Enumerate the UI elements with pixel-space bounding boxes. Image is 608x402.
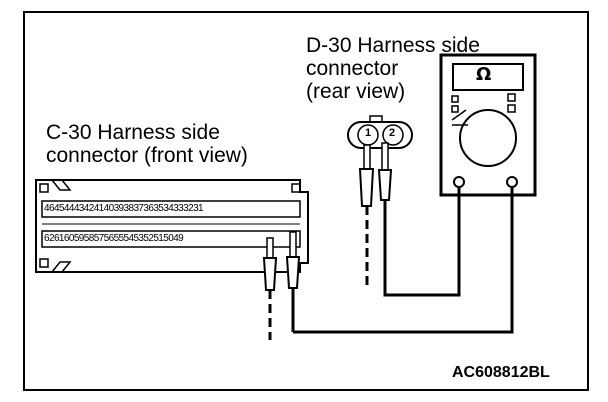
c30-pin-46: 46	[44, 203, 55, 214]
c30-pin-57: 57	[93, 233, 105, 244]
c30-pin-41: 41	[93, 203, 105, 214]
c30-pin-38: 38	[123, 203, 135, 214]
c30-pin-62: 62	[44, 233, 55, 244]
wire-d30-to-meter	[383, 187, 461, 297]
c30-pin-49: 49	[173, 233, 184, 244]
c30-probe-black	[262, 237, 278, 340]
c30-pin-32: 32	[183, 203, 194, 214]
d30-pin-1: 1	[365, 127, 372, 139]
c30-pin-60: 60	[63, 233, 75, 244]
c30-pin-37: 37	[133, 203, 144, 214]
c30-pin-45: 45	[53, 203, 65, 214]
d30-label: D-30 Harness side connector (rear view)	[306, 34, 480, 103]
c30-pin-61: 61	[53, 233, 65, 244]
c30-probe-red	[285, 231, 301, 332]
c30-pin-58: 58	[83, 233, 95, 244]
d30-probe-red	[377, 142, 393, 258]
c30-pin-40: 40	[103, 203, 115, 214]
c30-pin-31: 31	[193, 203, 204, 214]
c30-pin-50: 50	[163, 233, 174, 244]
c30-pin-55: 55	[113, 233, 125, 244]
c30-connector	[35, 179, 309, 273]
c30-pin-54: 54	[123, 233, 135, 244]
c30-pin-51: 51	[153, 233, 164, 244]
c30-pin-35: 35	[153, 203, 164, 214]
d30-probe-black	[358, 144, 375, 290]
ohm-symbol: Ω	[476, 64, 492, 85]
ohmmeter	[439, 53, 537, 197]
figure-border	[23, 11, 589, 391]
c30-pin-43: 43	[73, 203, 85, 214]
c30-label: C-30 Harness side connector (front view)	[46, 121, 248, 167]
c30-top-row-pins: 46454443424140393837363534333231	[44, 203, 204, 214]
wire-c30-to-meter	[293, 187, 514, 334]
c30-pin-42: 42	[83, 203, 95, 214]
c30-pin-59: 59	[73, 233, 85, 244]
c30-pin-34: 34	[163, 203, 174, 214]
d30-pin-2: 2	[389, 127, 396, 139]
figure-code: AC608812BL	[452, 364, 550, 381]
d30-connector	[347, 115, 413, 149]
c30-pin-56: 56	[103, 233, 115, 244]
c30-pin-39: 39	[113, 203, 125, 214]
c30-pin-44: 44	[63, 203, 75, 214]
c30-pin-52: 52	[143, 233, 154, 244]
c30-bottom-row-pins: 6261605958575655545352515049	[44, 233, 184, 244]
c30-pin-33: 33	[173, 203, 184, 214]
c30-pin-36: 36	[143, 203, 154, 214]
c30-pin-53: 53	[133, 233, 144, 244]
